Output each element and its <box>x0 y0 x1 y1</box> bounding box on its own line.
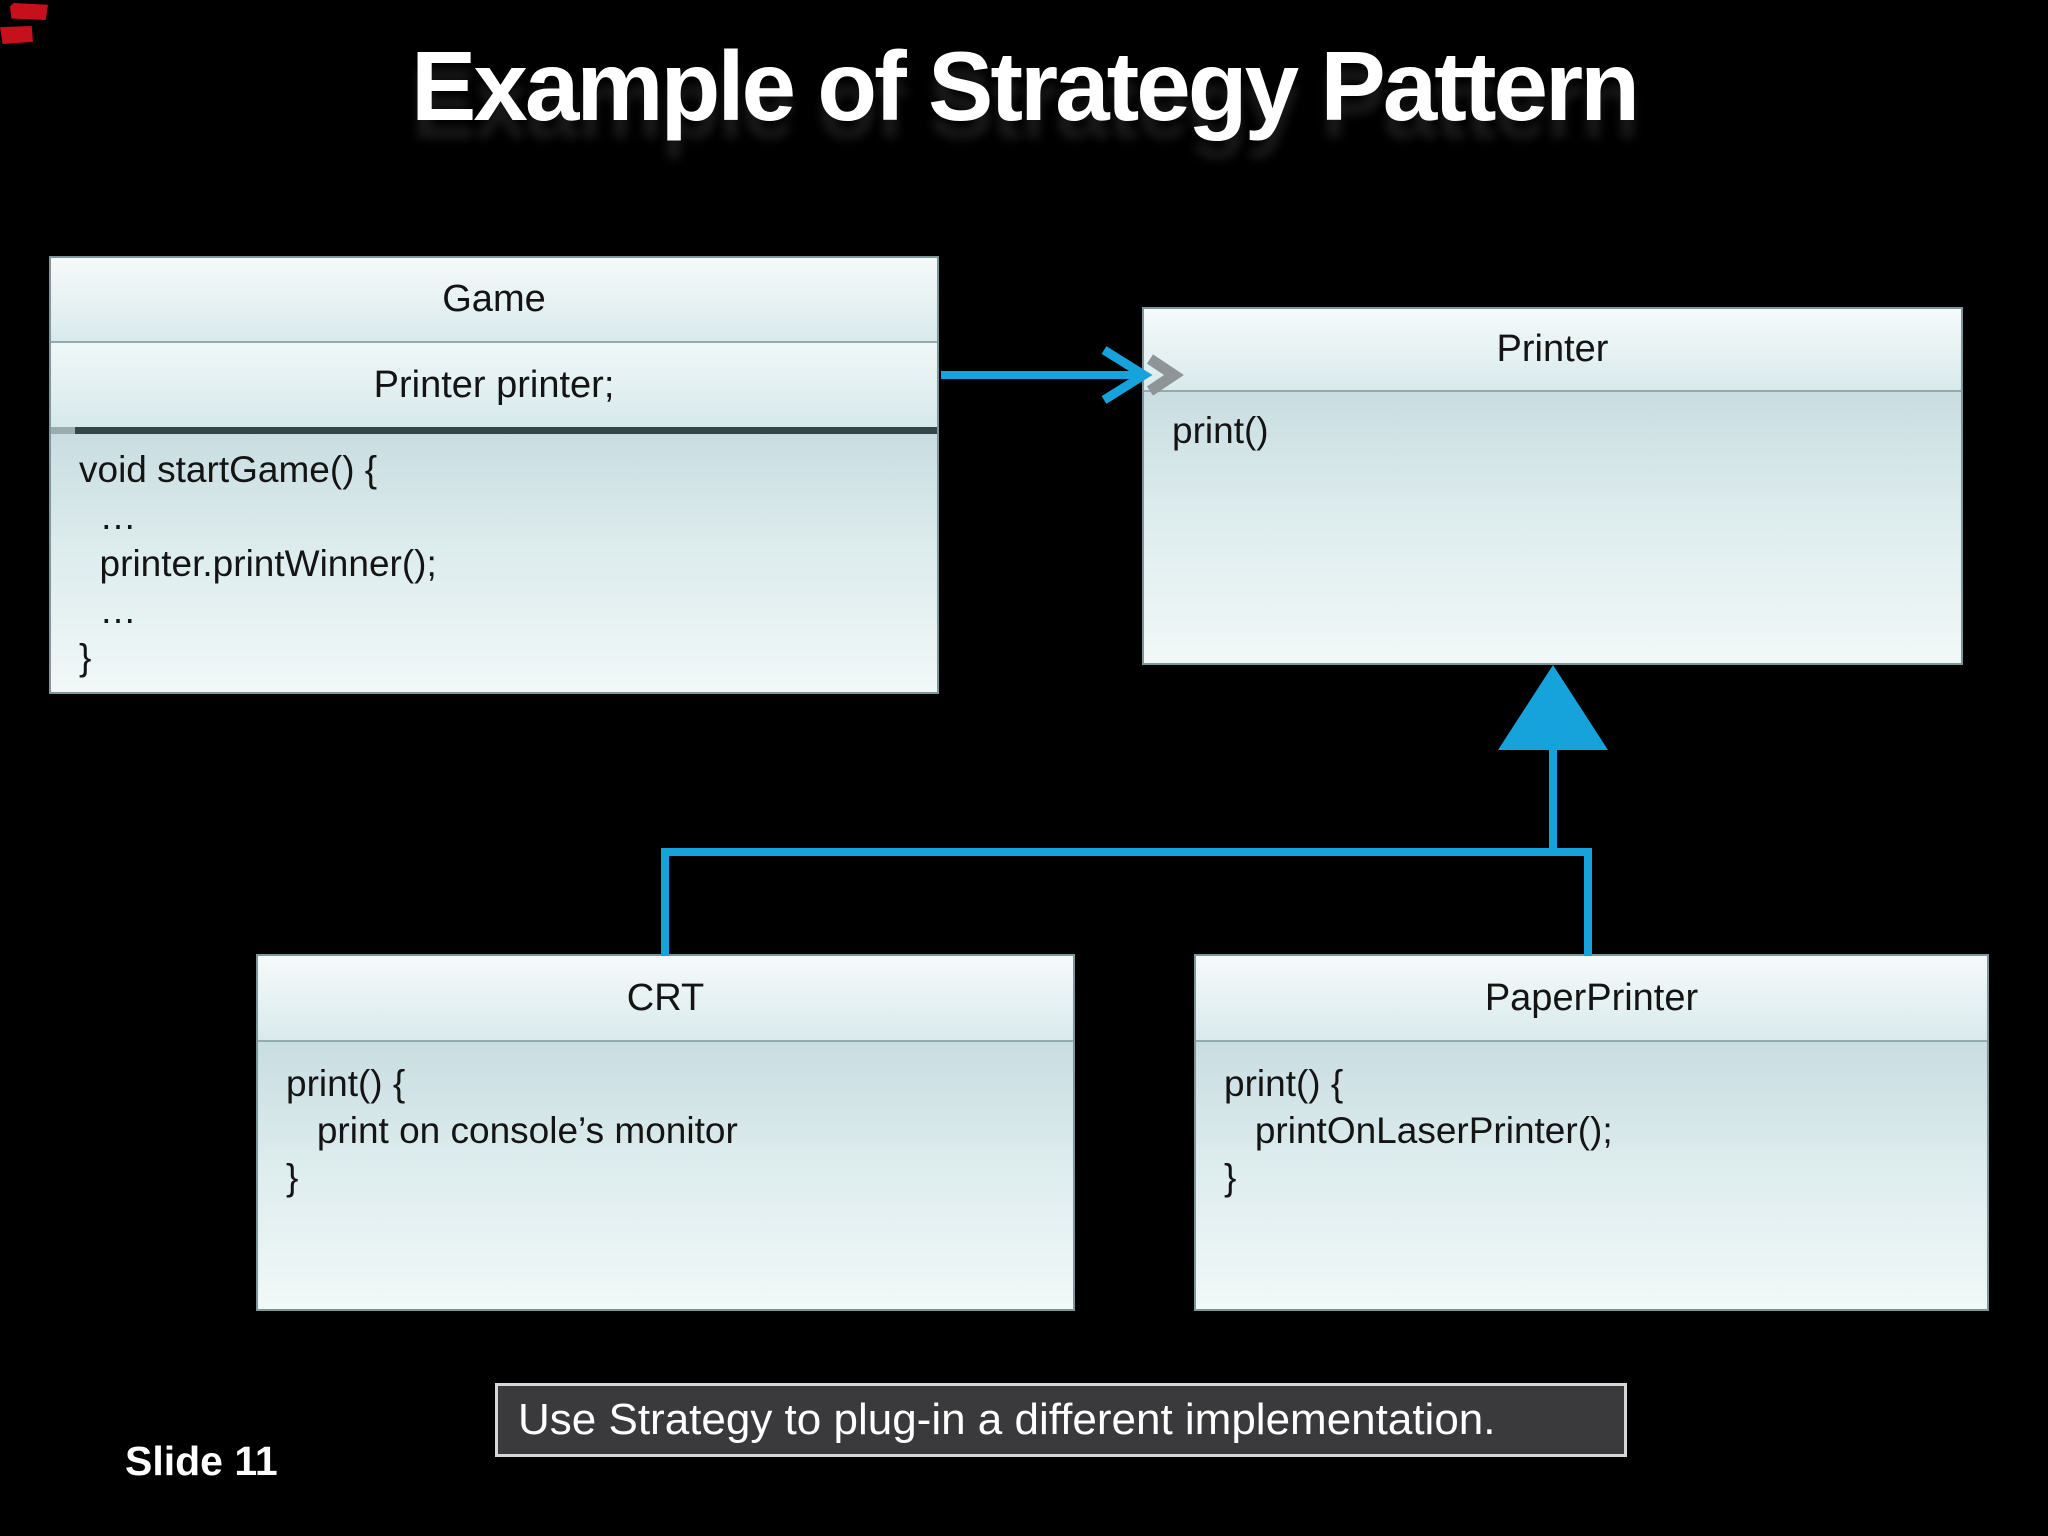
uml-class-crt: CRT print() { print on console’s monitor… <box>256 954 1075 1311</box>
red-corner-mark <box>10 3 48 20</box>
class-name-printer: Printer <box>1144 309 1961 390</box>
code-line: print() { <box>1224 1063 1344 1104</box>
open-arrowhead-icon <box>1101 346 1184 404</box>
divider-stub <box>51 427 75 434</box>
inheritance-stem-line <box>1549 748 1557 852</box>
caption-box: Use Strategy to plug-in a different impl… <box>495 1383 1627 1457</box>
code-line: print() <box>1172 410 1269 451</box>
compartment-divider-thick <box>51 427 937 434</box>
cursor-artifact-icon <box>1146 354 1184 396</box>
code-line: print() { <box>286 1063 406 1104</box>
class-body-printer: print() <box>1144 392 1961 663</box>
class-name-paperprinter: PaperPrinter <box>1196 956 1987 1040</box>
code-line: … <box>79 590 137 631</box>
uml-class-printer: Printer print() <box>1142 307 1963 665</box>
code-line: } <box>286 1157 299 1198</box>
code-line: printOnLaserPrinter(); <box>1224 1110 1613 1151</box>
code-line: } <box>1224 1157 1237 1198</box>
code-line: } <box>79 637 92 678</box>
compartment-divider <box>1196 1040 1987 1042</box>
class-name-crt: CRT <box>258 956 1073 1040</box>
inheritance-horizontal-line <box>661 848 1592 856</box>
uml-class-game: Game Printer printer; void startGame() {… <box>49 256 939 694</box>
association-line <box>941 371 1141 379</box>
inheritance-triangle-icon <box>1498 665 1608 750</box>
class-body-game: void startGame() { … printer.printWinner… <box>51 434 937 692</box>
inheritance-connector-paperprinter <box>1584 848 1592 956</box>
compartment-divider <box>1144 390 1961 392</box>
class-body-paperprinter: print() { printOnLaserPrinter(); } <box>1196 1042 1987 1309</box>
code-line: … <box>79 496 137 537</box>
uml-class-paperprinter: PaperPrinter print() { printOnLaserPrint… <box>1194 954 1989 1311</box>
code-line: print on console’s monitor <box>286 1110 738 1151</box>
caption-text: Use Strategy to plug-in a different impl… <box>518 1395 1496 1444</box>
field-printer-printer: Printer printer; <box>51 343 937 427</box>
slide-title: Example of Strategy Pattern <box>410 31 1640 141</box>
slide-number-label: Slide 11 <box>125 1438 278 1484</box>
class-name-game: Game <box>51 258 937 341</box>
code-line: void startGame() { <box>79 449 378 490</box>
red-corner-mark <box>0 26 33 44</box>
inheritance-connector-crt <box>661 848 669 956</box>
compartment-divider <box>51 341 937 343</box>
class-body-crt: print() { print on console’s monitor } <box>258 1042 1073 1309</box>
code-line: printer.printWinner(); <box>79 543 437 584</box>
compartment-divider <box>258 1040 1073 1042</box>
